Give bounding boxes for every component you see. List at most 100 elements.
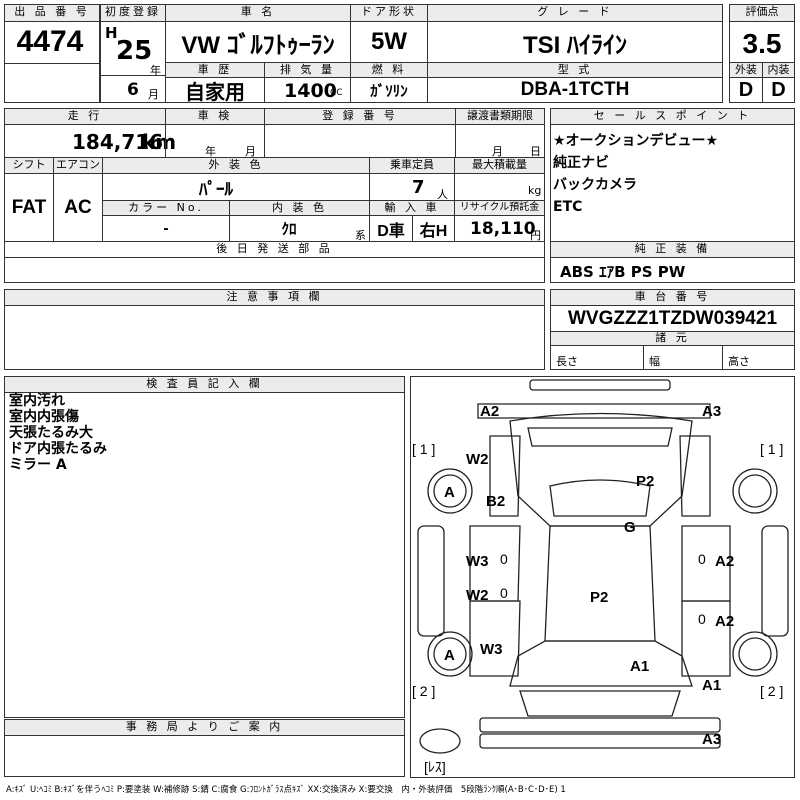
car-name: VW ｺﾞﾙﾌﾄｩｰﾗﾝ <box>181 31 335 59</box>
door-label: ドア形状 <box>350 4 428 22</box>
damage-mark: A2 <box>480 403 499 420</box>
displacement: 1400 <box>284 80 337 102</box>
sales-point-item: バックカメラ <box>553 177 637 193</box>
damage-mark: A <box>444 647 455 664</box>
plate-label: 登 録 番 号 <box>264 108 456 125</box>
steering: 右H <box>419 222 448 240</box>
model: DBA-1TCTH <box>520 79 630 100</box>
reg-year: 25 <box>116 36 153 66</box>
mileage: 184,716 <box>72 130 164 154</box>
chassis-number: WVGZZZ1TZDW039421 <box>567 307 778 329</box>
rear-left-wheel-shape <box>427 631 473 677</box>
damage-mark: P2 <box>590 589 608 606</box>
history: 自家用 <box>185 81 245 104</box>
rear-right-wheel-shape <box>732 631 778 677</box>
damage-mark: P2 <box>636 473 654 490</box>
notes-cell <box>4 305 545 370</box>
recycle-unit: 円 <box>530 229 541 242</box>
grade-label: グ レ ー ド <box>427 4 723 22</box>
damage-mark: B2 <box>486 493 505 510</box>
inspector-line: ミラー A <box>9 457 67 473</box>
left-1-label: [ 1 ] <box>412 441 435 457</box>
color-label: 外 装 色 <box>102 157 370 174</box>
width-label: 幅 <box>649 355 660 368</box>
reg-year-unit: 年 <box>150 64 161 77</box>
rear-bumper-lower-shape <box>479 733 721 749</box>
mileage-unit: km <box>142 130 177 154</box>
front-right-wheel-shape <box>732 468 778 514</box>
lot-number: 4474 <box>16 25 84 58</box>
notes-label: 注 意 事 項 欄 <box>4 289 545 306</box>
inspection-year-unit: 年 <box>205 145 216 158</box>
import-type: D車 <box>377 222 405 240</box>
spare-label: [ﾚｽ] <box>424 759 446 775</box>
sales-point-item: ETC <box>553 199 583 215</box>
damage-mark: A3 <box>702 403 721 420</box>
lot-empty <box>4 63 100 103</box>
damage-mark: W3 <box>466 553 489 570</box>
sales-point-item: ★オークションデビュー★ <box>553 133 719 149</box>
left-sill-shape <box>417 525 445 637</box>
color-no: - <box>163 219 169 237</box>
reg-era: H <box>105 24 118 42</box>
interior-cell <box>762 77 795 103</box>
shift: FAT <box>11 196 47 218</box>
damage-mark: A1 <box>630 658 649 675</box>
damage-mark: A2 <box>715 553 734 570</box>
height-label: 高さ <box>728 355 750 368</box>
fuel: ｶﾞｿﾘﾝ <box>370 82 408 100</box>
damage-mark: A2 <box>715 613 734 630</box>
reg-month: 6 <box>127 80 139 100</box>
inspector-line: 室内汚れ <box>9 393 65 409</box>
right-front-fender-shape <box>679 435 711 517</box>
shift-label: シフト <box>4 157 54 174</box>
interior-label: 内装 <box>762 62 795 78</box>
front-left-wheel-shape <box>427 468 473 514</box>
rear-bumper-shape <box>479 717 721 733</box>
interior-score: D <box>771 78 786 101</box>
roof-shape <box>544 525 656 642</box>
damage-mark: W3 <box>480 641 503 658</box>
inspection-label: 車 検 <box>165 108 265 125</box>
chassis-label: 車 台 番 号 <box>550 289 795 306</box>
right-2-label: [ 2 ] <box>760 683 783 699</box>
model-label: 型 式 <box>427 62 723 78</box>
exterior-score: D <box>738 78 754 101</box>
left-rear-door-shape <box>469 600 521 677</box>
displacement-label: 排 気 量 <box>264 62 351 78</box>
right-1-label: [ 1 ] <box>760 441 783 457</box>
grade: TSI ﾊｲﾗｲﾝ <box>522 31 627 59</box>
reg-month-unit: 月 <box>148 88 159 101</box>
equipment-label: 純 正 装 備 <box>550 241 795 258</box>
right-sill-shape <box>761 525 789 637</box>
inspector-label: 検 査 員 記 入 欄 <box>4 376 405 393</box>
damage-mark: G <box>624 519 636 536</box>
left-2-label: [ 2 ] <box>412 683 435 699</box>
lot-label: 出 品 番 号 <box>4 4 100 22</box>
model-cell <box>427 77 723 103</box>
transfer-label: 譲渡書類期限 <box>455 108 545 125</box>
later-parts-label: 後 日 発 送 部 品 <box>4 241 545 258</box>
inspector-cell <box>4 392 405 718</box>
mileage-label: 走 行 <box>4 108 166 125</box>
hood-shape <box>509 412 693 527</box>
equipment: ABS ｴｱB PS PW <box>560 263 686 281</box>
right-rear-door-shape <box>681 600 731 677</box>
sales-points-label: セ ー ル ス ポ イ ン ト <box>550 108 795 125</box>
windshield-grille-shape <box>527 427 673 447</box>
equipment-cell <box>550 257 795 283</box>
score-label: 評価点 <box>729 4 795 22</box>
front-bumper-shape <box>477 403 711 419</box>
trunk-shape <box>519 690 681 717</box>
capacity-label: 乗車定員 <box>369 157 455 174</box>
reg-label: 初度登録 <box>100 4 166 22</box>
damage-mark: W2 <box>466 587 489 604</box>
plate-cell <box>264 124 456 158</box>
inspector-notes: 室内汚れ 室内内張傷 天張たるみ大 ドア内張たるみ ミラー A <box>9 393 107 473</box>
transfer-day-unit: 日 <box>530 145 541 158</box>
spare-tire-shape <box>419 728 461 754</box>
office-cell <box>4 735 405 777</box>
damage-diagram-frame <box>410 376 795 778</box>
recycle: 18,110 <box>470 219 536 239</box>
inspection-month-unit: 月 <box>245 145 256 158</box>
